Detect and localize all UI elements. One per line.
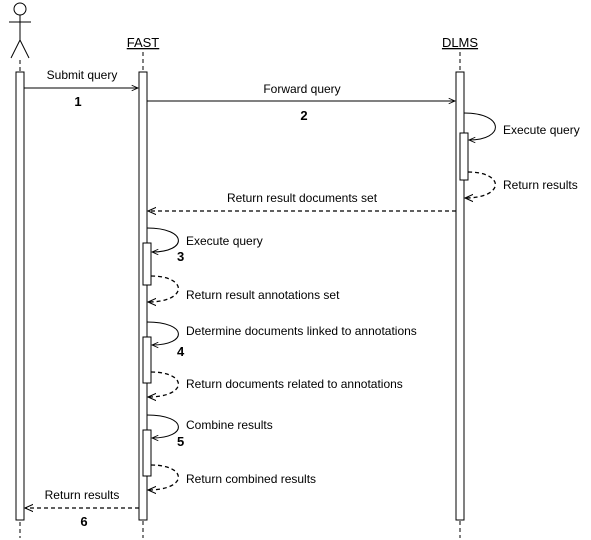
return-combined-results-label: Return combined results — [186, 472, 316, 486]
user-activation-bar — [15, 71, 25, 521]
return-documents-related-arrow — [148, 371, 179, 397]
return-combined-results-arrow — [148, 464, 179, 490]
step-2-label: 2 — [300, 108, 307, 123]
fast-execute-query-label: Execute query — [186, 234, 263, 248]
dlms-activation-bar — [455, 71, 465, 521]
determine-documents-arrow — [146, 321, 179, 345]
step-1-label: 1 — [74, 94, 81, 109]
dlms-execute-query-arrow — [463, 112, 496, 140]
return-annotations-label: Return result annotations set — [186, 288, 340, 302]
step-6-label: 6 — [80, 514, 87, 529]
submit-query-label: Submit query — [47, 68, 118, 82]
dlms-return-results-arrow — [465, 171, 496, 198]
return-annotations-arrow — [148, 275, 179, 302]
fast-execute-query-arrow — [146, 227, 179, 252]
combine-results-arrow — [146, 414, 179, 438]
fast-combine-activation — [142, 429, 152, 477]
forward-query-label: Forward query — [263, 82, 340, 96]
user-actor-icon — [9, 2, 31, 59]
participant-dlms: DLMS — [442, 35, 478, 50]
return-results-user-label: Return results — [45, 488, 120, 502]
dlms-return-results-label: Return results — [503, 178, 578, 192]
return-documents-related-label: Return documents related to annotations — [186, 377, 403, 391]
fast-determine-activation — [142, 336, 152, 384]
combine-results-label: Combine results — [186, 418, 273, 432]
step-4-label: 4 — [177, 344, 185, 359]
dlms-execute-query-label: Execute query — [503, 123, 580, 137]
participant-fast: FAST — [127, 35, 160, 50]
determine-documents-label: Determine documents linked to annotation… — [186, 324, 417, 338]
step-3-label: 3 — [177, 249, 184, 264]
fast-execute-activation — [142, 242, 152, 286]
fast-activation-bar — [138, 71, 148, 521]
return-result-documents-label: Return result documents set — [227, 191, 378, 205]
step-5-label: 5 — [177, 434, 184, 449]
dlms-execute-activation — [459, 132, 469, 181]
